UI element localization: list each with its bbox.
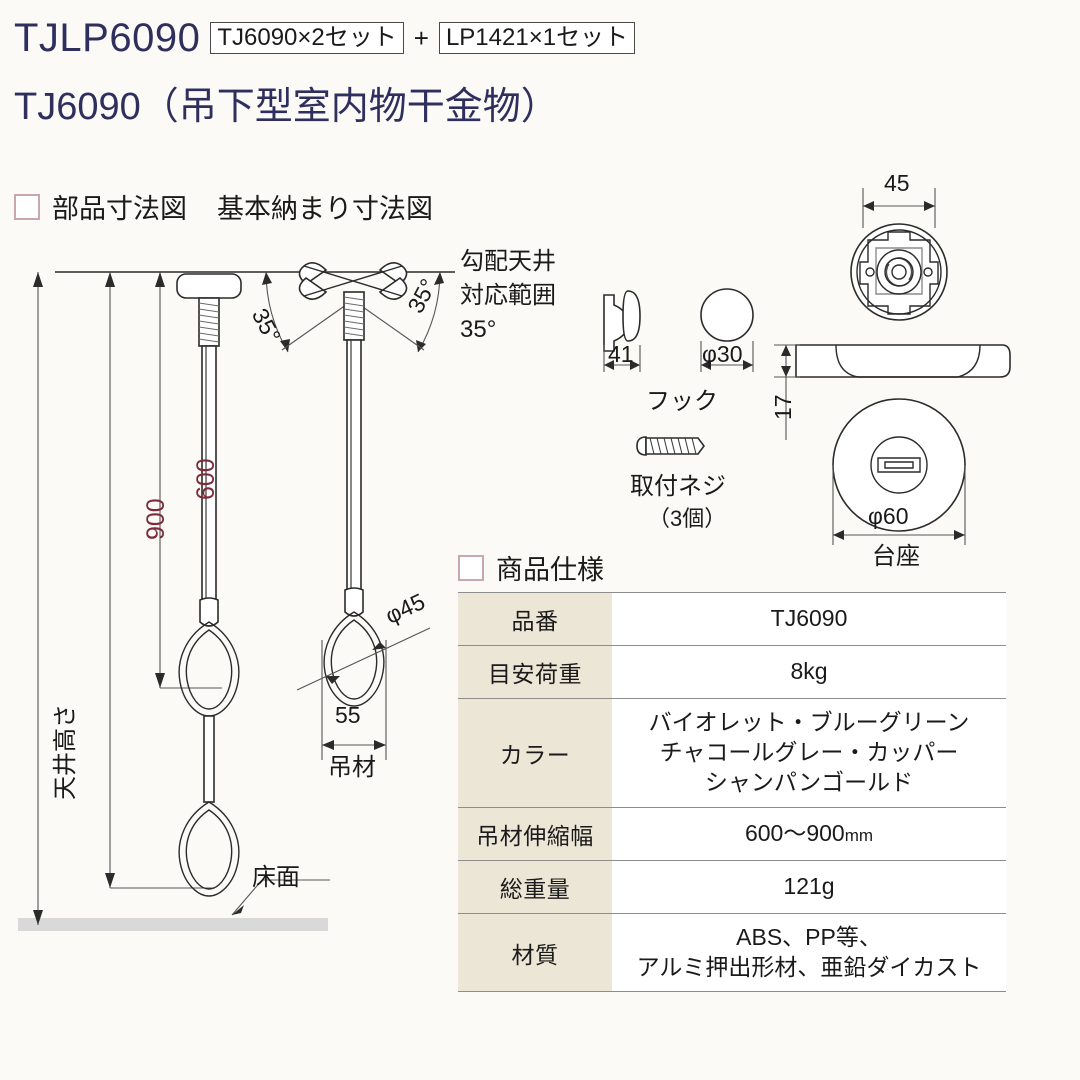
floor-surface (18, 918, 328, 931)
spec-value-cell: 121g (612, 860, 1006, 914)
table-row: カラーバイオレット・ブルーグリーンチャコールグレー・カッパーシャンパンゴールド (458, 698, 1006, 808)
dim-label-17: 17 (770, 394, 796, 420)
page-title: TJLP6090 (14, 16, 201, 60)
section-heading-spec: 商品仕様 (458, 548, 604, 587)
angle-label-right: 35° (402, 274, 442, 318)
dim-label-900: 900 (142, 498, 170, 540)
ceiling-height-label: 天井高さ (52, 704, 79, 800)
slope-note-line3: 35° (460, 316, 497, 343)
section-heading-parts: 部品寸法図 基本納まり寸法図 (14, 187, 433, 226)
spec-value-cell: ABS、PP等、アルミ押出形材、亜鉛ダイカスト (612, 913, 1006, 992)
dim-label-phi45: φ45 (381, 588, 429, 629)
section-spec-label: 商品仕様 (496, 555, 604, 585)
spec-label-cell: カラー (458, 698, 612, 808)
spec-label-cell: 品番 (458, 592, 612, 646)
dim-label-phi30: φ30 (702, 341, 743, 367)
slope-note-line1: 勾配天井 (460, 248, 556, 275)
set-contents-a: TJ6090×2セット (210, 21, 404, 55)
spec-value-cell: 600〜900mm (612, 807, 1006, 861)
dim-label-45: 45 (884, 170, 910, 196)
dim-label-phi60: φ60 (868, 503, 909, 529)
screw-count-label: （3個） (648, 506, 727, 531)
slope-note-line2: 対応範囲 (460, 282, 556, 309)
screw-part-label: 取付ネジ (630, 473, 726, 500)
spec-value-cell: 8kg (612, 645, 1006, 699)
spec-label-cell: 吊材伸縮幅 (458, 807, 612, 861)
square-bullet-icon (458, 554, 484, 581)
set-contents-b: LP1421×1セット (438, 21, 636, 55)
spec-label-cell: 目安荷重 (458, 645, 612, 699)
spec-label-cell: 材質 (458, 913, 612, 992)
dim-label-41: 41 (608, 341, 634, 367)
spec-value-unit: mm (844, 825, 874, 845)
base-part-label: 台座 (872, 543, 920, 570)
header-top-row: TJLP6090 TJ6090×2セット + LP1421×1セット (14, 16, 636, 60)
section-parts-label: 部品寸法図 (52, 194, 187, 224)
spec-value-cell: TJ6090 (612, 592, 1006, 646)
page-subtitle: TJ6090（吊下型室内物干金物） (14, 86, 559, 128)
dim-label-600: 600 (192, 458, 220, 500)
hanger-part-label: 吊材 (328, 754, 376, 781)
angle-label-left: 35° (246, 304, 287, 347)
spec-value-cell: バイオレット・ブルーグリーンチャコールグレー・カッパーシャンパンゴールド (612, 698, 1006, 808)
dim-label-55: 55 (335, 702, 361, 728)
hook-part-label: フック (646, 388, 718, 415)
floor-label: 床面 (252, 864, 300, 891)
section-layout-label: 基本納まり寸法図 (217, 194, 433, 224)
square-bullet-icon (14, 193, 40, 220)
plus-symbol: + (413, 22, 429, 53)
spec-label-cell: 総重量 (458, 860, 612, 914)
